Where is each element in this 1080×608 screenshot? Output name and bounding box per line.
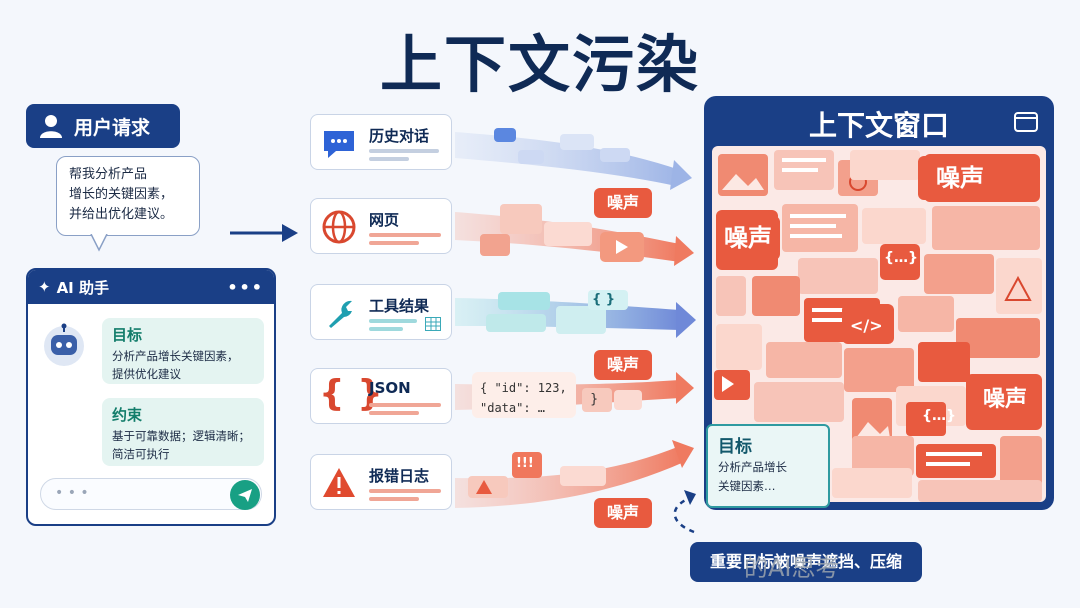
json-line: { "id": 123, xyxy=(480,381,567,395)
constraint-line: 简洁可执行 xyxy=(112,447,170,461)
error-marks: !!! xyxy=(516,456,534,471)
code-icon: </> xyxy=(850,316,883,335)
goal-heading: 目标 xyxy=(112,326,143,344)
noise-tag: 噪声 xyxy=(594,350,652,380)
user-message-bubble: 帮我分析产品 增长的关键因素， 并给出优化建议。 xyxy=(56,156,200,236)
source-label: JSON xyxy=(369,379,411,397)
ai-assistant-panel: ✦ AI 助手 ••• 目标 分析产品增长关键因素， 提供优化建议 约束 基于可… xyxy=(26,268,276,526)
user-icon xyxy=(40,115,62,138)
globe-icon xyxy=(322,210,356,244)
code-braces-chip: {…} xyxy=(884,250,918,266)
user-message-line: 增长的关键因素， xyxy=(69,187,174,202)
source-chat-history: 历史对话 xyxy=(310,114,452,170)
constraint-line: 基于可靠数据；逻辑清晰； xyxy=(112,429,250,443)
json-snippet: { "id": 123, "data": … xyxy=(480,378,567,418)
band-tool-head xyxy=(676,302,696,338)
ai-assistant-header: ✦ AI 助手 ••• xyxy=(28,270,274,304)
json-line: "data": … xyxy=(480,401,546,415)
dashed-return-arrow xyxy=(673,496,695,534)
context-goal-line: 分析产品增长 xyxy=(718,460,787,474)
bubble-tail xyxy=(90,234,108,252)
noise-tag-large: 噪声 xyxy=(716,216,780,260)
tool-brace-chip: { } xyxy=(592,292,616,307)
user-message-line: 帮我分析产品 xyxy=(69,167,148,182)
context-window-title: 上下文窗口 xyxy=(808,109,949,142)
window-icon xyxy=(1014,112,1038,132)
robot-avatar-icon xyxy=(44,323,84,366)
source-error-logs: 报错日志 xyxy=(310,454,452,510)
code-braces-chip: {…} xyxy=(922,408,956,424)
table-icon xyxy=(425,317,441,331)
band-json-head xyxy=(676,372,694,404)
request-arrow-head xyxy=(282,224,298,242)
source-web: 网页 xyxy=(310,198,452,254)
band-chat xyxy=(455,132,680,186)
constraint-card: 约束 基于可靠数据；逻辑清晰； 简洁可执行 xyxy=(102,398,264,466)
context-goal-heading: 目标 xyxy=(718,437,752,457)
noise-tag-large: 噪声 xyxy=(918,156,1002,200)
more-menu-icon[interactable]: ••• xyxy=(227,277,264,297)
send-icon xyxy=(238,489,252,502)
json-close-brace: } xyxy=(590,392,599,407)
user-request-label: 用户请求 xyxy=(74,116,151,139)
chat-input-placeholder: • • • xyxy=(55,485,89,501)
noise-tag: 噪声 xyxy=(594,188,652,218)
ai-assistant-title: AI 助手 xyxy=(56,278,109,297)
context-goal-line: 关键因素… xyxy=(718,479,776,493)
source-label: 历史对话 xyxy=(369,127,430,145)
sparkle-icon: ✦ xyxy=(38,278,51,296)
band-error-head xyxy=(672,440,694,468)
user-message-line: 并给出优化建议。 xyxy=(69,207,174,222)
context-goal-box: 目标 分析产品增长 关键因素… xyxy=(706,424,830,508)
chat-icon xyxy=(324,131,354,158)
source-label: 工具结果 xyxy=(369,297,430,315)
goal-card: 目标 分析产品增长关键因素， 提供优化建议 xyxy=(102,318,264,384)
source-json: { } JSON xyxy=(310,368,452,424)
warning-icon xyxy=(323,468,355,497)
goal-line: 提供优化建议 xyxy=(112,367,181,381)
user-request-badge: 用户请求 xyxy=(26,104,180,148)
goal-line: 分析产品增长关键因素， xyxy=(112,349,239,363)
wrench-icon xyxy=(329,300,352,328)
noise-tag-large: 噪声 xyxy=(970,380,1040,420)
braces-icon: { } xyxy=(319,373,383,414)
constraint-heading: 约束 xyxy=(112,406,143,424)
watermark: 的AI思考 xyxy=(744,554,840,582)
band-chat-head xyxy=(670,160,692,190)
chat-input[interactable]: • • • xyxy=(40,478,262,510)
source-label: 报错日志 xyxy=(369,467,430,485)
context-content-area: 噪声 噪声 噪声 {…} {…} </> xyxy=(712,146,1046,502)
source-tool-results: 工具结果 xyxy=(310,284,452,340)
page-title: 上下文污染 xyxy=(379,28,700,101)
noise-tag: 噪声 xyxy=(594,498,652,528)
source-label: 网页 xyxy=(369,211,400,229)
caption-banner: 重要目标被噪声遮挡、压缩 xyxy=(690,542,922,582)
send-button[interactable] xyxy=(230,480,260,510)
band-web-head xyxy=(674,236,694,266)
